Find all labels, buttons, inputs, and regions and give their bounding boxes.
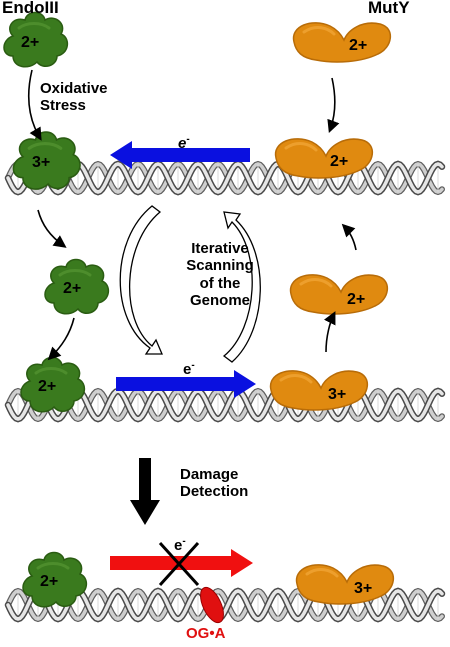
endo-top-charge: 2+ bbox=[21, 34, 40, 51]
endoiii-enzyme-top bbox=[3, 11, 69, 68]
endo-row3-charge: 2+ bbox=[40, 573, 59, 590]
lesion-label: OG•A bbox=[186, 625, 226, 642]
electron-symbol: e bbox=[174, 537, 183, 554]
muty-binding-arrow bbox=[327, 77, 340, 133]
muty-enzyme-top bbox=[292, 22, 391, 63]
dna-helix-row2 bbox=[4, 387, 446, 423]
endoiii-title: EndoIII bbox=[2, 0, 59, 17]
damage-detection-arrow bbox=[130, 458, 160, 525]
endo-mid-charge: 2+ bbox=[63, 280, 82, 297]
og-a-lesion bbox=[200, 586, 224, 624]
scanning-cycle-arrow-left bbox=[119, 205, 163, 355]
muty-dissociation-arrow bbox=[323, 311, 336, 353]
electron-superscript: - bbox=[182, 536, 186, 547]
muty-enzyme-row2 bbox=[269, 370, 368, 411]
damage-detection-label: Damage Detection bbox=[180, 466, 249, 501]
endo-rebinding-arrow bbox=[47, 317, 75, 361]
scanning-cycle-arrow-right bbox=[222, 211, 261, 363]
electron-superscript: - bbox=[186, 134, 190, 145]
electron-transfer-arrow-row1 bbox=[110, 141, 250, 169]
muty-enzyme-row3 bbox=[295, 564, 394, 605]
muty-mid-charge: 2+ bbox=[347, 291, 366, 308]
muty-row3-charge: 3+ bbox=[354, 580, 373, 597]
muty-row1-charge: 2+ bbox=[330, 153, 349, 170]
endo-row2-charge: 2+ bbox=[38, 378, 57, 395]
iterative-scanning-label: Iterative Scanning of the Genome bbox=[186, 240, 254, 309]
muty-enzyme-mid bbox=[289, 274, 388, 315]
muty-top-charge: 2+ bbox=[349, 37, 368, 54]
electron-label-row1: e- bbox=[178, 134, 190, 152]
muty-enzyme-row1 bbox=[274, 138, 373, 179]
muty-rebinding-arrow bbox=[341, 223, 357, 251]
muty-row2-charge: 3+ bbox=[328, 386, 347, 403]
electron-transfer-arrow-row2 bbox=[116, 370, 256, 398]
electron-symbol: e bbox=[183, 361, 192, 378]
endo-dissociation-arrow bbox=[37, 209, 67, 248]
endoiii-enzyme-row3 bbox=[22, 551, 88, 608]
endoiii-enzyme-mid bbox=[44, 258, 110, 315]
electron-label-row3: e- bbox=[174, 536, 186, 554]
block-x-mark bbox=[158, 541, 200, 587]
endo-row1-charge: 3+ bbox=[32, 154, 51, 171]
oxidative-stress-arrow bbox=[27, 69, 42, 141]
electron-superscript: - bbox=[191, 360, 195, 371]
muty-title: MutY bbox=[368, 0, 410, 17]
electron-label-row2: e- bbox=[183, 360, 195, 378]
endoiii-enzyme-row2 bbox=[20, 356, 86, 413]
electron-symbol: e bbox=[178, 135, 187, 152]
oxidative-stress-label: Oxidative Stress bbox=[40, 80, 108, 115]
